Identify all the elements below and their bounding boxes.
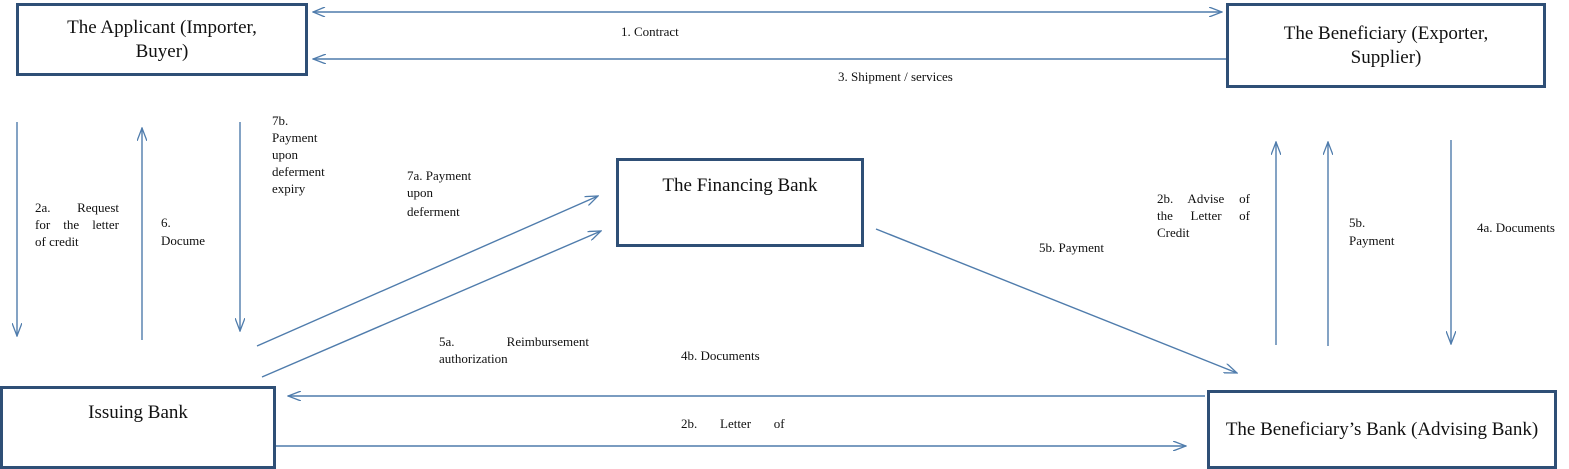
payment-7a-arrow	[256, 196, 598, 347]
reimbursement-line-2: authorization	[439, 351, 508, 366]
issuing-bank-box: Issuing Bank	[0, 386, 276, 469]
advise-lc-line-2: the Letter of	[1157, 208, 1250, 223]
documents-4b-label: 4b. Documents	[681, 348, 760, 363]
payment-7b-line-2: Payment	[272, 130, 318, 145]
request-lc-line-2: for the letter	[35, 217, 119, 232]
documents-6-line-1: 6.	[161, 215, 171, 230]
payment-7b-line-5: expiry	[272, 181, 306, 196]
issuing-bank-label: Issuing Bank	[88, 402, 188, 423]
payment-7a-line-3: deferment	[407, 204, 460, 219]
beneficiary-box: The Beneficiary (Exporter, Supplier)	[1226, 3, 1546, 88]
payment-5b-vert-line-1: 5b.	[1349, 215, 1366, 230]
documents-4a-label: 4a. Documents	[1477, 220, 1555, 235]
payment-7a-line-1: 7a. Payment	[407, 168, 472, 183]
advise-lc-line-3: Credit	[1157, 225, 1190, 240]
beneficiary-bank-label: The Beneficiary’s Bank (Advising Bank)	[1225, 418, 1539, 440]
contract-label: 1. Contract	[621, 24, 679, 39]
beneficiary-label: The Beneficiary (Exporter, Supplier)	[1283, 22, 1489, 68]
payment-7b-line-1: 7b.	[272, 113, 289, 128]
payment-7b-line-3: upon	[272, 147, 298, 162]
applicant-box: The Applicant (Importer, Buyer)	[16, 3, 308, 76]
financing-bank-label: The Financing Bank	[662, 175, 818, 196]
payment-5b-vert-line-2: Payment	[1349, 233, 1395, 248]
payment-7b-label: 7b. Payment upon deferment expiry	[272, 113, 352, 197]
applicant-label: The Applicant (Importer, Buyer)	[67, 16, 257, 62]
reimbursement-line-1: 5a. Reimbursement	[439, 334, 589, 349]
reimbursement-arrow	[261, 231, 601, 378]
documents-6-line-2: Docume	[161, 233, 206, 248]
payment-5b-diag-arrow	[875, 228, 1237, 373]
payment-5b-diag-label: 5b. Payment	[1039, 240, 1104, 255]
request-lc-line-1: 2a. Request	[35, 200, 119, 215]
payment-7a-line-2: upon	[407, 185, 433, 200]
payment-7b-line-4: deferment	[272, 164, 325, 179]
advise-lc-line-1: 2b. Advise of	[1157, 191, 1250, 206]
financing-bank-box: The Financing Bank	[616, 158, 864, 247]
shipment-label: 3. Shipment / services	[838, 69, 953, 84]
request-lc-line-3: of credit	[35, 234, 79, 249]
letter-of-credit-label: 2b. Letter of	[681, 416, 785, 431]
beneficiary-bank-box: The Beneficiary’s Bank (Advising Bank)	[1207, 390, 1557, 469]
